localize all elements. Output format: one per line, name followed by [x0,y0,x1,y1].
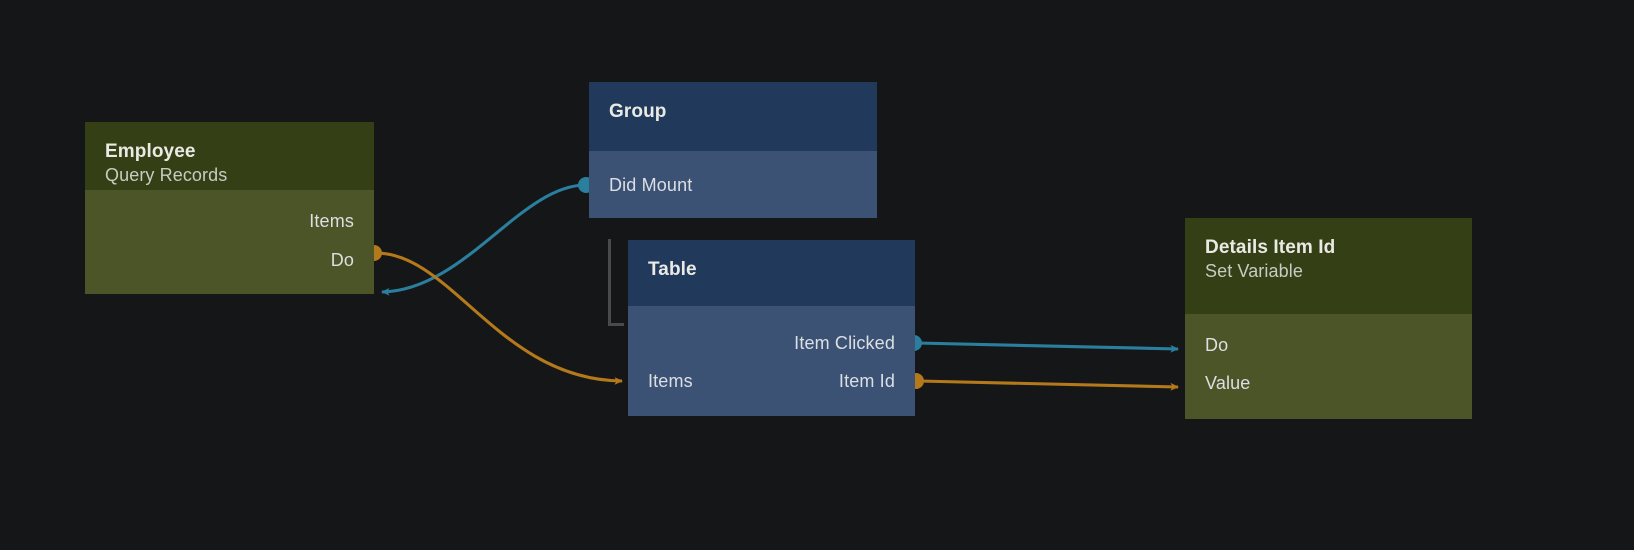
port-row-table-items[interactable]: Items Item Id [628,368,915,394]
port-row-details-value[interactable]: Value [1185,370,1472,396]
port-row-group-did-mount[interactable]: Did Mount [589,172,877,198]
wire-table-itemclicked-to-details-do [916,341,1179,353]
port-row-table-item-clicked[interactable]: Item Clicked [628,330,915,356]
node-details-title: Details Item Id [1205,237,1336,258]
wire-table-itemid-to-details-value [918,379,1179,391]
port-label-details-value: Value [1205,372,1251,393]
wire-group-didmount-to-employee-do [381,183,586,296]
node-group-body: Did Mount [589,151,877,218]
port-label-employee-do: Do [330,249,354,270]
node-table-body: Item Clicked Items Item Id [628,306,915,416]
node-employee[interactable]: Employee Query Records Items Do [85,122,374,294]
node-employee-body: Items Do [85,190,374,294]
port-label-group-did-mount: Did Mount [609,174,693,195]
port-label-employee-items: Items [309,210,354,231]
port-row-details-do[interactable]: Do [1185,332,1472,358]
node-details-header[interactable]: Details Item Id Set Variable [1185,218,1472,314]
port-label-details-do: Do [1205,334,1229,355]
port-label-table-item-id: Item Id [838,370,895,391]
port-label-table-items: Items [648,370,693,391]
node-details-item-id[interactable]: Details Item Id Set Variable Do Value [1185,218,1472,419]
wire-employee-items-to-table-items [375,251,623,385]
node-group-title: Group [609,101,667,122]
node-group-header[interactable]: Group [589,82,877,151]
node-employee-subtitle: Query Records [105,165,228,186]
node-details-subtitle: Set Variable [1205,261,1303,282]
node-employee-header[interactable]: Employee Query Records [85,122,374,190]
port-label-table-item-clicked: Item Clicked [794,332,895,353]
node-table-title: Table [648,259,697,280]
port-row-employee-do[interactable]: Do [85,247,374,273]
port-row-employee-items[interactable]: Items [85,208,374,234]
node-group[interactable]: Group Did Mount [589,82,877,218]
group-child-bracket [608,239,624,326]
node-table-header[interactable]: Table [628,240,915,306]
node-details-body: Do Value [1185,314,1472,419]
node-employee-title: Employee [105,141,196,162]
node-table[interactable]: Table Item Clicked Items Item Id [628,240,915,416]
